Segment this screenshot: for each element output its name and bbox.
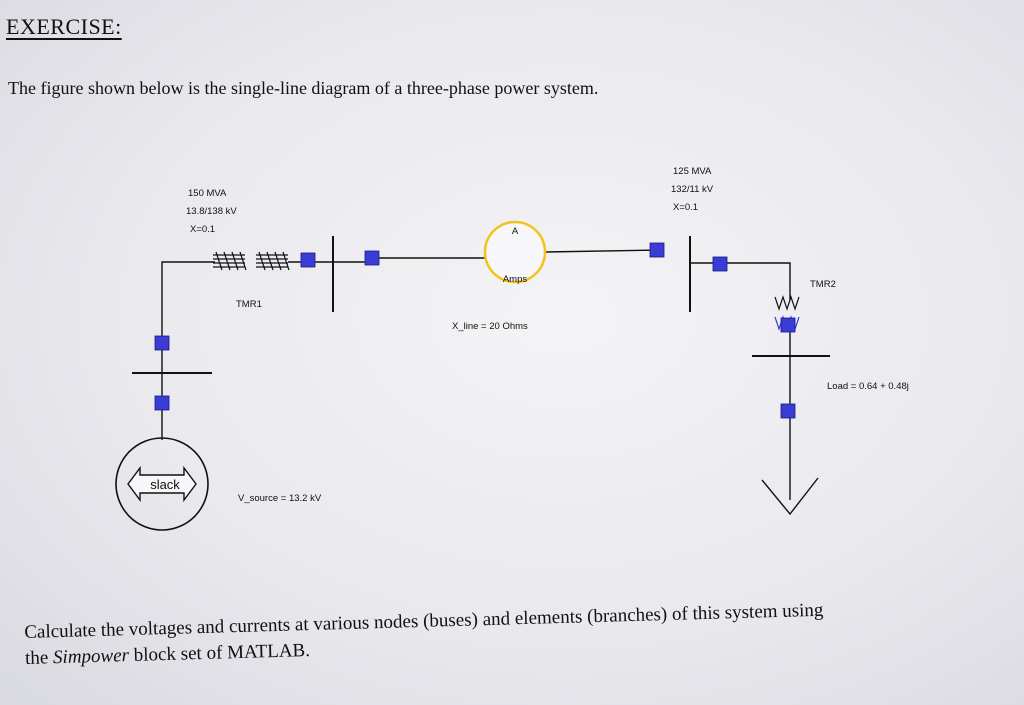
- task-line-2-suffix: block set of MATLAB.: [128, 640, 311, 667]
- node-square: [364, 250, 380, 266]
- node-square: [780, 317, 796, 333]
- slack-arrow-icon: [127, 465, 197, 503]
- node-square: [712, 256, 728, 272]
- ammeter-label: Amps: [503, 274, 528, 285]
- task-line-2-italic: Simpower: [52, 645, 130, 669]
- slack-source-icon: [115, 437, 209, 531]
- line-label: X_line = 20 Ohms: [452, 321, 528, 332]
- node-square: [154, 335, 170, 351]
- tmr2-reactance: X=0.1: [673, 202, 698, 213]
- tmr1-rating: 150 MVA: [188, 188, 227, 199]
- intro-text: The figure shown below is the single-lin…: [8, 78, 599, 98]
- tmr2-rating: 125 MVA: [673, 166, 712, 177]
- source-voltage-label: V_source = 13.2 kV: [238, 493, 322, 504]
- load-label: Load = 0.64 + 0.48j: [827, 381, 909, 392]
- wire-source-to-tmr1: [161, 261, 215, 345]
- tmr1-transformer-icon: [213, 251, 290, 271]
- load-arrow-icon: [761, 477, 819, 516]
- node-square: [300, 252, 316, 268]
- node-square: [154, 395, 170, 411]
- tmr2-voltage: 132/11 kV: [671, 184, 714, 195]
- node-square: [649, 242, 665, 258]
- ammeter-icon: [483, 220, 547, 284]
- wire-ammeter-to-bus: [544, 249, 661, 253]
- slack-label: slack: [150, 477, 180, 492]
- ammeter-letter: A: [512, 226, 519, 237]
- exercise-heading: EXERCISE:: [6, 14, 122, 39]
- tmr1-reactance: X=0.1: [190, 224, 215, 235]
- tmr2-name: TMR2: [810, 279, 836, 290]
- wire-bus-to-tmr2: [690, 262, 791, 300]
- tmr1-voltage: 13.8/138 kV: [186, 206, 237, 217]
- task-line-2-prefix: the: [24, 647, 54, 669]
- node-square: [780, 403, 796, 419]
- tmr1-name: TMR1: [236, 299, 262, 310]
